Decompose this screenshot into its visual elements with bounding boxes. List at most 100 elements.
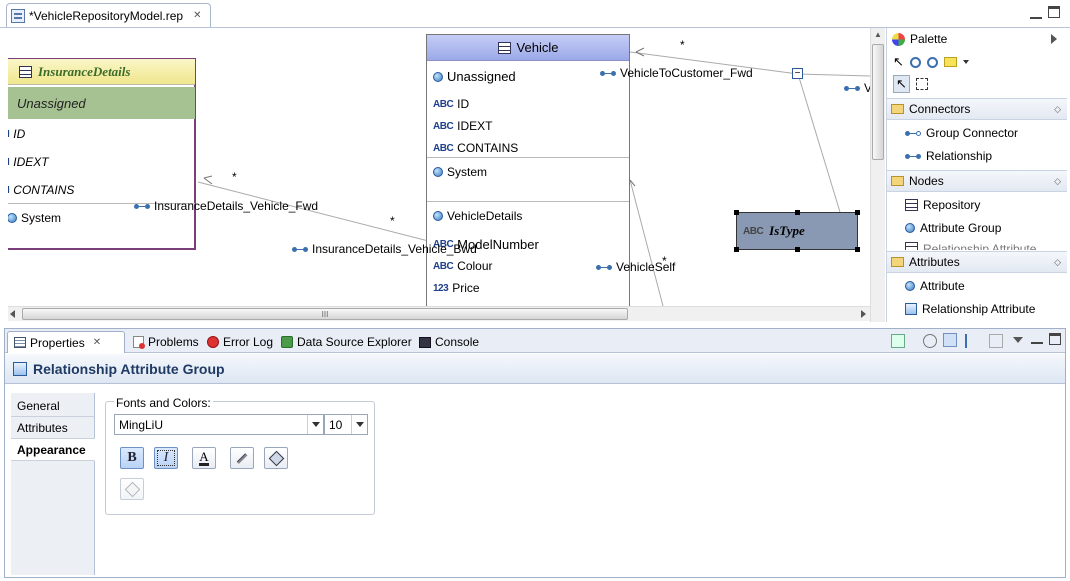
selection-handle[interactable] [855, 210, 860, 215]
editor-tab[interactable]: *VehicleRepositoryModel.rep ✕ [6, 3, 211, 27]
selection-handle[interactable] [795, 210, 800, 215]
palette-item-relationship-attribute[interactable]: Relationship Attribute [905, 302, 1035, 316]
diagram-canvas[interactable]: InsuranceDetails Unassigned IID IIDEXT I… [8, 28, 870, 306]
attribute-icon [905, 281, 915, 291]
palette-section-attributes[interactable]: Attributes ◇ [887, 251, 1067, 273]
sort-icon[interactable] [965, 334, 979, 348]
vehicle-to-customer-label[interactable]: VehicleToCustomer_Fwd [600, 66, 753, 80]
tab-data-source-explorer[interactable]: Data Source Explorer [275, 331, 418, 353]
scroll-right-icon[interactable] [861, 310, 866, 318]
collapse-icon[interactable]: ◇ [1054, 256, 1061, 267]
palette-section-nodes[interactable]: Nodes ◇ [887, 170, 1067, 192]
insurance-attr-id[interactable]: IID [8, 127, 25, 141]
filter-icon[interactable] [923, 334, 937, 348]
font-name-select[interactable]: MingLiU [114, 414, 324, 435]
selection-handle[interactable] [795, 247, 800, 252]
istype-node[interactable]: ABC IsType [734, 210, 860, 252]
note-icon[interactable] [943, 57, 957, 67]
palette-item-group-connector[interactable]: Group Connector [905, 126, 1018, 140]
italic-button[interactable]: I [154, 447, 178, 469]
tab-console[interactable]: Console [413, 331, 485, 353]
close-icon[interactable]: ✕ [193, 10, 202, 21]
line-color-button[interactable] [230, 447, 254, 469]
select-arrow-icon[interactable]: ↖ [893, 54, 904, 69]
tab-label: Error Log [223, 335, 274, 349]
properties-side-tabs: General Attributes Appearance [11, 393, 95, 575]
maximize-icon[interactable] [1049, 333, 1061, 345]
marquee-icon[interactable] [915, 78, 928, 90]
bold-button[interactable]: B [120, 447, 144, 469]
side-tab-attributes[interactable]: Attributes [11, 417, 95, 439]
selection-handle[interactable] [734, 210, 739, 215]
horizontal-scroll-thumb[interactable]: III [22, 308, 628, 320]
vehicle-title: Vehicle [516, 40, 559, 55]
group-connector-node[interactable]: − [792, 68, 803, 79]
palette-item-relationship-attribute-node[interactable]: Relationship Attribute [905, 242, 1036, 250]
tab-error-log[interactable]: Error Log [201, 331, 279, 353]
insurance-system-row[interactable]: System [8, 211, 61, 225]
font-color-button[interactable]: A [192, 447, 216, 469]
zoom-in-icon[interactable] [909, 56, 921, 68]
scroll-up-icon[interactable]: ▲ [874, 30, 882, 39]
font-size-select[interactable]: 10 [324, 414, 368, 435]
palette-item-relationship[interactable]: Relationship [905, 149, 992, 163]
insurance-attr-idext[interactable]: IIDEXT [8, 155, 49, 169]
tab-problems[interactable]: Problems [127, 331, 205, 353]
vehicle-self-label[interactable]: VehicleSelf [596, 260, 675, 274]
view-menu-icon[interactable] [1013, 337, 1023, 343]
vehicle-system-row[interactable]: System [433, 165, 487, 179]
editor-tab-bar: *VehicleRepositoryModel.rep ✕ [0, 0, 1070, 28]
insurance-fwd-label[interactable]: InsuranceDetails_Vehicle_Fwd [134, 199, 318, 213]
dropdown-arrow-icon[interactable] [351, 415, 367, 434]
palette-header[interactable]: Palette [887, 28, 1067, 50]
reset-style-button[interactable] [120, 478, 144, 500]
zoom-out-icon[interactable] [926, 56, 938, 68]
multiplicity-label: * [662, 254, 667, 268]
collapse-icon[interactable]: ◇ [1054, 103, 1061, 114]
field-label: Price [452, 281, 480, 295]
maximize-icon[interactable] [1048, 6, 1060, 18]
insurance-details-node[interactable]: InsuranceDetails Unassigned IID IIDEXT I… [8, 58, 196, 250]
tab-properties[interactable]: Properties ✕ [7, 331, 125, 353]
insurance-bwd-label[interactable]: InsuranceDetails_Vehicle_Bwd [292, 242, 477, 256]
insurance-attr-contains[interactable]: ICONTAINS [8, 183, 74, 197]
selection-handle[interactable] [855, 247, 860, 252]
side-tab-general[interactable]: General [11, 395, 95, 417]
attr-label: IDEXT [457, 119, 493, 133]
vertical-scroll-thumb[interactable] [872, 44, 884, 160]
scroll-left-icon[interactable] [10, 310, 15, 318]
collapse-icon[interactable]: ◇ [1054, 175, 1061, 186]
minimize-icon[interactable] [1031, 334, 1043, 344]
palette-item-attribute-group[interactable]: Attribute Group [905, 221, 1001, 235]
palette-expand-icon[interactable] [1051, 34, 1057, 44]
item-label: Attribute Group [920, 221, 1002, 235]
restore-icon[interactable] [989, 334, 1003, 348]
vehicle-details-row[interactable]: VehicleDetails [433, 209, 522, 223]
minimize-icon[interactable] [1030, 7, 1042, 19]
dropdown-arrow-icon[interactable] [307, 415, 323, 434]
close-icon[interactable]: ✕ [92, 337, 102, 348]
attr-label: ID [457, 97, 470, 111]
tree-icon[interactable] [943, 333, 957, 347]
selection-handle[interactable] [734, 247, 739, 252]
vehicle-unassigned-row[interactable]: Unassigned [433, 69, 516, 84]
palette-section-connectors[interactable]: Connectors ◇ [887, 98, 1067, 120]
dropdown-arrow-icon[interactable] [962, 60, 969, 64]
right-connection-label[interactable]: V [844, 81, 870, 95]
fill-color-button[interactable] [264, 447, 288, 469]
side-tab-appearance[interactable]: Appearance [11, 439, 95, 461]
diagram-vertical-scrollbar[interactable]: ▲ [870, 28, 885, 322]
palette-item-attribute[interactable]: Attribute [905, 279, 965, 293]
palette-item-repository[interactable]: Repository [905, 198, 980, 212]
select-arrow-icon[interactable]: ↖ [893, 75, 910, 93]
insurance-unassigned-row[interactable]: Unassigned [8, 87, 195, 119]
diagram-horizontal-scrollbar[interactable]: III [8, 306, 870, 321]
pin-icon[interactable] [891, 334, 905, 348]
